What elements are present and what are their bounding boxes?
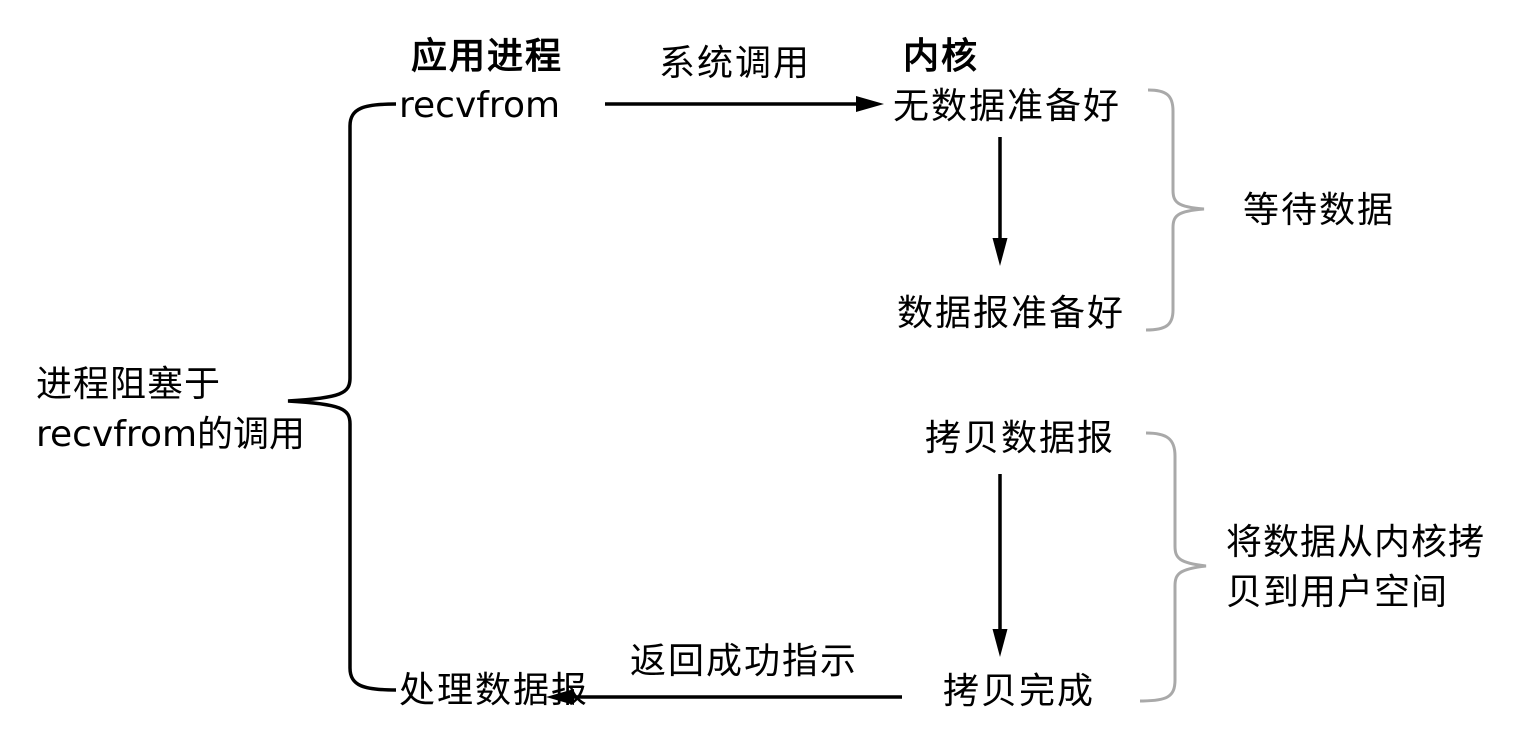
- wait-data-arrow-icon: [992, 137, 1008, 266]
- return-ok-label: 返回成功指示: [630, 641, 859, 682]
- copy-note-brace-icon: [1139, 431, 1207, 703]
- node-datagram-ready: 数据报准备好: [897, 293, 1126, 334]
- process-blocked-annotation: 进程阻塞于 recvfrom的调用: [36, 360, 305, 460]
- node-copy-complete: 拷贝完成: [943, 671, 1096, 712]
- node-copy-datagram: 拷贝数据报: [925, 418, 1116, 459]
- app-process-header: 应用进程: [411, 36, 564, 77]
- blocked-note-line2: recvfrom的调用: [36, 414, 306, 455]
- node-recvfrom: recvfrom: [399, 85, 561, 126]
- node-no-data-ready: 无数据准备好: [893, 86, 1122, 127]
- blocked-brace-icon: [287, 102, 397, 692]
- wait-for-data-annotation: 等待数据: [1243, 190, 1396, 231]
- copy-note-line1: 将数据从内核拷: [1226, 522, 1486, 563]
- system-call-label: 系统调用: [659, 43, 812, 84]
- kernel-header: 内核: [903, 36, 980, 77]
- node-process-datagram: 处理数据报: [399, 670, 590, 711]
- copy-to-user-space-annotation: 将数据从内核拷 贝到用户空间: [1226, 518, 1485, 618]
- system-call-arrow-icon: [605, 96, 884, 112]
- copy-data-arrow-icon: [992, 474, 1008, 657]
- return-ok-arrow-icon: [546, 689, 902, 705]
- blocked-note-line1: 进程阻塞于: [36, 364, 222, 405]
- copy-note-line2: 贝到用户空间: [1226, 572, 1449, 613]
- wait-data-brace-icon: [1145, 88, 1205, 332]
